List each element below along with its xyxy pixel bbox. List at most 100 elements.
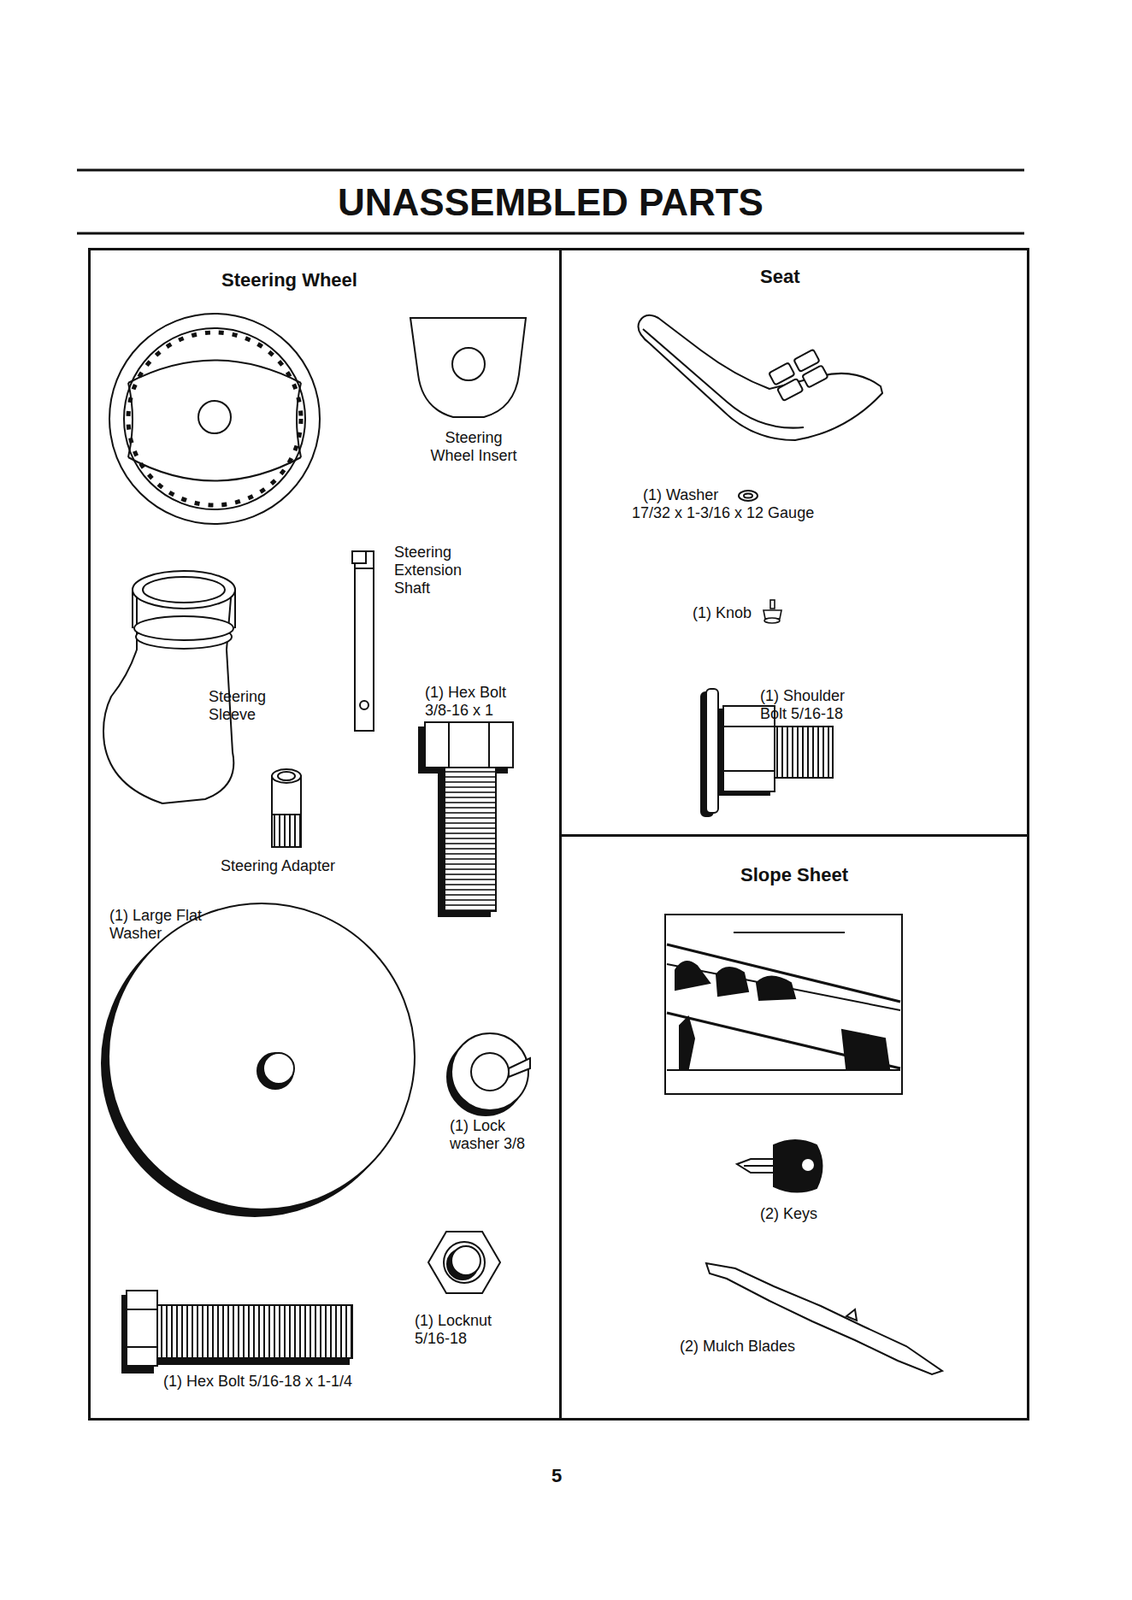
part-label: 17/32 x 1-3/16 x 12 Gauge bbox=[631, 504, 923, 523]
page-number: 5 bbox=[543, 1467, 570, 1486]
part-label: (1) Knob bbox=[692, 604, 766, 623]
shoulder-bolt-part bbox=[774, 726, 833, 779]
hex-bolt-horizontal-part bbox=[126, 1346, 158, 1349]
mulch-blade-drawing-part bbox=[846, 1309, 857, 1321]
steering-wheel-drawing-part bbox=[128, 360, 301, 384]
header-rules bbox=[76, 170, 1025, 234]
wheel-insert-drawing bbox=[410, 318, 526, 418]
extension-shaft-drawing-part bbox=[352, 551, 366, 564]
steering-wheel-drawing-part bbox=[128, 383, 133, 458]
panel-heading: Slope Sheet bbox=[561, 864, 1027, 887]
hex-bolt-vertical-part bbox=[444, 767, 496, 912]
locknut bbox=[428, 1232, 501, 1294]
hex-bolt-horizontal-part bbox=[126, 1308, 158, 1311]
slope-sheet-drawing-part bbox=[675, 961, 710, 991]
slope-sheet-drawing-part bbox=[666, 944, 901, 1003]
part-label: (1) Lock washer 3/8 bbox=[449, 1117, 544, 1154]
key-drawing bbox=[736, 1140, 823, 1193]
hex-bolt-vertical-part bbox=[448, 722, 450, 768]
steering-adapter-drawing-part bbox=[271, 769, 301, 784]
steering-sleeve-drawing-part bbox=[134, 616, 234, 641]
hex-bolt-vertical-part bbox=[424, 722, 513, 768]
part-label: (1) Shoulder Bolt 5/16-18 bbox=[760, 687, 867, 724]
slope-sheet-drawing-part bbox=[716, 967, 749, 997]
steering-sleeve-drawing-part bbox=[234, 589, 236, 629]
part-label: (1) Hex Bolt 5/16-18 x 1-1/4 bbox=[163, 1373, 454, 1392]
parts-panel: Slope Sheet bbox=[559, 834, 1030, 1421]
part-label: Steering Wheel Insert bbox=[423, 429, 525, 466]
part-label: (1) Large Flat Washer bbox=[109, 907, 234, 944]
locknut-part bbox=[451, 1246, 481, 1276]
locknut-part bbox=[428, 1232, 501, 1294]
large-flat-washer-part bbox=[263, 1053, 295, 1085]
seat-drawing-part-part bbox=[801, 365, 828, 388]
steering-adapter-drawing-part bbox=[277, 772, 295, 781]
hex-bolt-horizontal-part bbox=[157, 1305, 353, 1359]
extension-shaft-drawing-part bbox=[354, 567, 374, 570]
steering-wheel-drawing bbox=[109, 313, 320, 525]
steering-wheel-drawing-part bbox=[128, 457, 301, 482]
large-flat-washer-part bbox=[257, 1053, 294, 1090]
lock-washer bbox=[447, 1033, 531, 1116]
seat-drawing-part bbox=[638, 315, 884, 441]
steering-adapter-drawing-part bbox=[271, 814, 301, 848]
page-title: UNASSEMBLED PARTS bbox=[76, 181, 1025, 225]
parts-panel: Steering Wheel bbox=[88, 247, 562, 1421]
seat-drawing-part bbox=[768, 349, 828, 401]
large-flat-washer bbox=[101, 903, 415, 1217]
wheel-insert-drawing-part bbox=[452, 347, 485, 381]
lock-washer-part bbox=[471, 1053, 509, 1091]
large-flat-washer-part bbox=[108, 903, 415, 1210]
panel-heading: Seat bbox=[760, 265, 800, 289]
part-label: (1) Washer bbox=[642, 486, 742, 505]
wheel-insert-drawing-part bbox=[410, 318, 526, 418]
slope-sheet-drawing-part bbox=[679, 1017, 695, 1069]
slope-sheet-drawing-part bbox=[842, 1030, 890, 1069]
extension-shaft-drawing bbox=[352, 551, 374, 732]
key-drawing-part bbox=[801, 1159, 814, 1172]
part-label: Steering Adapter bbox=[220, 857, 409, 876]
steering-wheel-drawing-part bbox=[198, 400, 231, 434]
part-label: (2) Mulch Blades bbox=[679, 1338, 868, 1357]
knob-symbol-part bbox=[770, 600, 775, 609]
part-label: (1) Locknut 5/16-18 bbox=[414, 1312, 511, 1349]
steering-wheel-drawing-part bbox=[128, 332, 301, 506]
steering-wheel-drawing-part bbox=[296, 383, 301, 458]
steering-sleeve-drawing-part bbox=[142, 577, 225, 603]
extension-shaft-drawing-part bbox=[354, 551, 374, 732]
steering-wheel-drawing-part bbox=[109, 313, 320, 525]
slope-sheet-drawing-part bbox=[666, 964, 901, 1011]
steering-wheel-drawing-part bbox=[123, 328, 306, 510]
key-drawing-part bbox=[773, 1140, 823, 1193]
part-label: Steering Extension Shaft bbox=[394, 543, 496, 598]
seat-drawing bbox=[638, 315, 884, 441]
knob-symbol bbox=[763, 600, 782, 624]
key-drawing-part bbox=[743, 1165, 774, 1168]
slope-sheet-drawing bbox=[665, 914, 903, 1095]
steering-sleeve-drawing-part bbox=[132, 571, 236, 609]
steering-sleeve-drawing bbox=[103, 571, 236, 804]
hex-bolt-vertical bbox=[418, 722, 513, 917]
extension-shaft-drawing-part bbox=[359, 701, 369, 710]
steering-adapter-drawing bbox=[271, 769, 301, 848]
header-rules-part bbox=[76, 232, 1025, 236]
lock-washer-part bbox=[508, 1058, 531, 1078]
hex-bolt-vertical-part bbox=[488, 722, 490, 768]
part-label: Steering Sleeve bbox=[208, 688, 286, 725]
slope-sheet-drawing-part bbox=[756, 977, 796, 1002]
shoulder-bolt-part bbox=[723, 770, 775, 773]
key-drawing-part bbox=[736, 1159, 774, 1174]
shoulder-bolt-part bbox=[723, 725, 775, 728]
shoulder-bolt-part bbox=[706, 689, 719, 814]
part-label: (2) Keys bbox=[760, 1205, 863, 1224]
hex-bolt-horizontal bbox=[122, 1291, 353, 1374]
washer-symbol-part bbox=[738, 490, 758, 502]
steering-sleeve-drawing-part bbox=[131, 589, 134, 629]
washer-symbol-part bbox=[743, 494, 753, 499]
mulch-blade-drawing bbox=[706, 1263, 943, 1375]
seat-drawing-part-part bbox=[777, 378, 803, 401]
mulch-blade-drawing-part bbox=[706, 1263, 943, 1375]
part-label: (1) Hex Bolt 3/8-16 x 1 bbox=[424, 683, 530, 720]
slope-sheet-drawing-part bbox=[665, 914, 903, 1095]
